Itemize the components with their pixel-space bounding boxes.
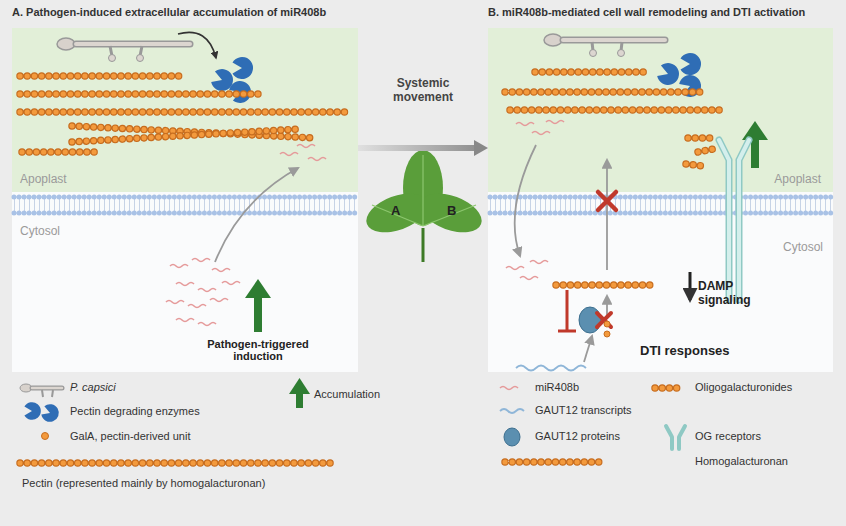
oligogalacturonides [686, 138, 719, 166]
damp-arrow [690, 272, 691, 300]
legend-text: miR408b [535, 381, 579, 393]
region-label: Apoplast [774, 172, 821, 186]
legend-text: GalA, pectin-derived unit [70, 430, 190, 442]
pectin-degrading-enzymes [209, 53, 704, 106]
apoplast-band: Apoplast [488, 28, 833, 192]
pectin-chains [20, 72, 725, 285]
legend-text: Pectin (represented mainly by homogalact… [22, 477, 265, 489]
legend-text: Accumulation [314, 388, 380, 400]
accumulation-arrows [245, 121, 768, 332]
region-label: Cytosol [20, 224, 60, 238]
signal-label: DAMP signaling [698, 279, 760, 307]
gaut12-pathway [516, 192, 616, 371]
membrane [14, 197, 831, 213]
legend-symbols [20, 378, 685, 463]
movement-arrows [215, 145, 607, 362]
response-label: DTI responses [640, 343, 730, 358]
region-label: Cytosol [783, 240, 823, 254]
hypha [57, 34, 665, 62]
secretion-arrow [178, 32, 216, 58]
connector-label: Systemic movement [381, 76, 465, 104]
connector-line [358, 145, 476, 151]
legend-text: GAUT12 transcripts [535, 404, 632, 416]
legend-text: Oligogalacturonides [695, 381, 792, 393]
legend-text: GAUT12 proteins [535, 430, 620, 442]
legend-text: Pectin degrading enzymes [70, 405, 200, 417]
panel-title: A. Pathogen-induced extracellular accumu… [12, 6, 326, 18]
mir408b [166, 121, 564, 326]
panel: B. miR408b-mediated cell wall remodeling… [488, 28, 833, 372]
legend-text: OG receptors [695, 430, 761, 442]
apoplast-band: Apoplast [12, 28, 358, 192]
induction-label: Pathogen-triggered induction [193, 338, 323, 362]
region-label: Apoplast [20, 172, 67, 186]
legend-text: Homogalacturonan [695, 455, 788, 467]
leaf-letter: B [447, 203, 456, 218]
leaf-letter: A [391, 203, 400, 218]
leaf [361, 150, 487, 262]
movement-connector [358, 140, 488, 156]
og-receptor [719, 140, 749, 300]
panel: A. Pathogen-induced extracellular accumu… [12, 28, 358, 372]
panel-title: B. miR408b-mediated cell wall remodeling… [488, 6, 805, 18]
legend-text: P. capsici [70, 381, 116, 393]
arrow-head [474, 140, 488, 156]
